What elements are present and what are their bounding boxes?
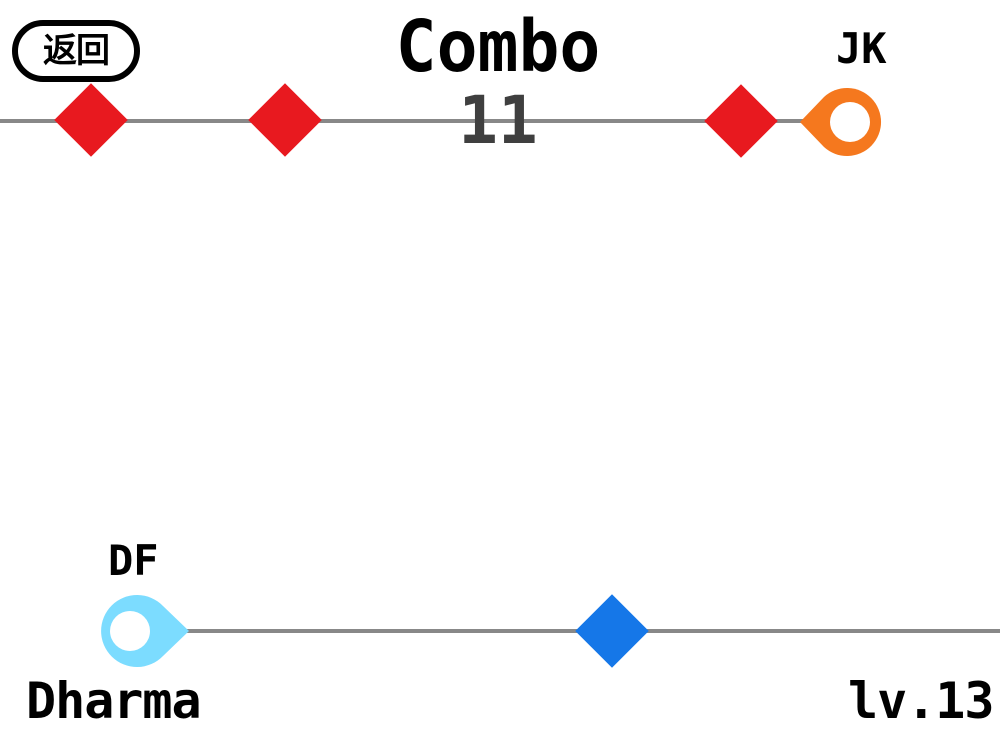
player-note (575, 594, 649, 668)
opponent-note (704, 84, 778, 158)
opponent-note (248, 83, 322, 157)
player-avatar-marker (101, 595, 189, 668)
opponent-tag: JK (836, 24, 887, 73)
opponent-avatar-marker (800, 88, 882, 157)
back-button[interactable]: 返回 (12, 20, 140, 82)
player-level: lv.13 (848, 672, 995, 730)
opponent-note (54, 83, 128, 157)
player-tag: DF (108, 536, 159, 585)
player-name: Dharma (26, 672, 202, 730)
back-button-label: 返回 (43, 31, 110, 71)
player-avatar-hole (110, 611, 150, 651)
combo-count: 11 (458, 82, 538, 159)
opponent-avatar-hole (830, 102, 870, 142)
combo-title: Combo (395, 6, 601, 89)
